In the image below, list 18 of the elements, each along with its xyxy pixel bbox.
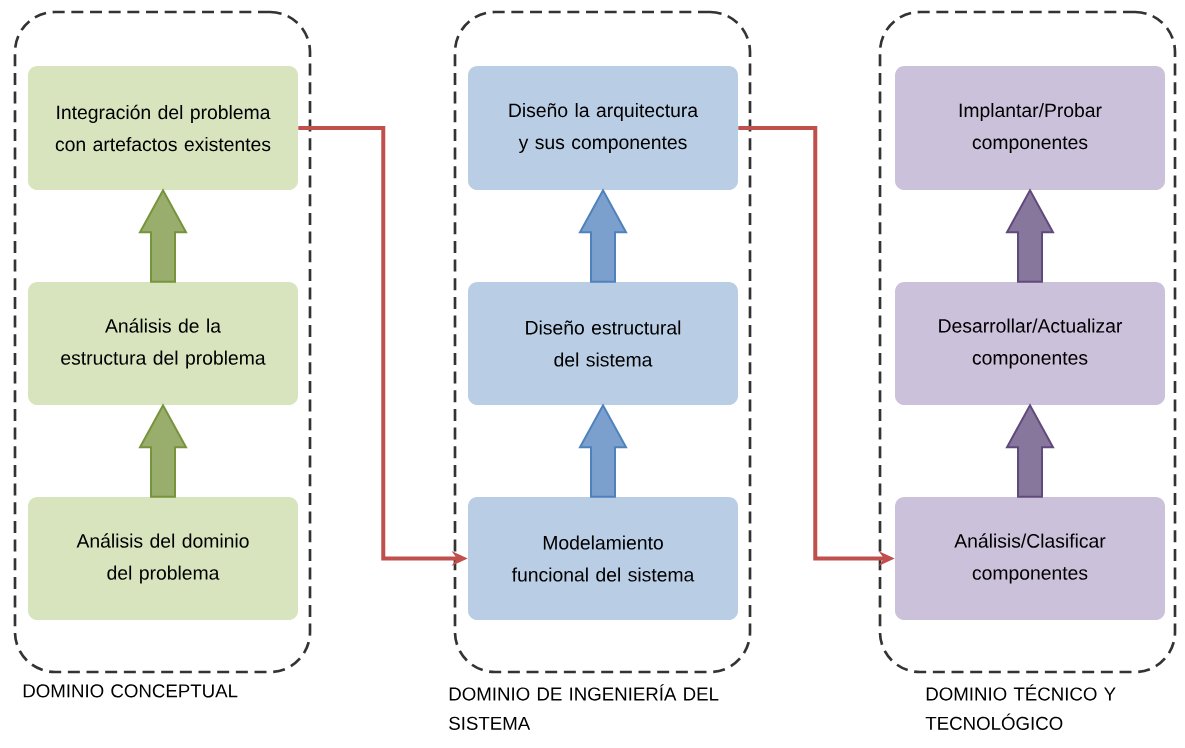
block-arrow: [1005, 403, 1055, 498]
process-box: Análisis de la estructura del problema: [28, 282, 298, 405]
block-arrow: [1005, 188, 1055, 283]
process-box: Desarrollar/Actualizar componentes: [895, 282, 1165, 405]
process-box: Diseño la arquitectura y sus componentes: [468, 66, 738, 190]
process-box: Análisis del dominio del problema: [28, 497, 298, 620]
block-arrow: [578, 188, 628, 283]
block-arrow: [138, 188, 188, 283]
process-box: Diseño estructural del sistema: [468, 282, 738, 405]
node-label: DOMINIO CONCEPTUAL: [23, 684, 238, 698]
process-box: Implantar/Probar componentes: [895, 66, 1165, 190]
node-label: DOMINIO DE INGENIERÍA DEL SISTEMA: [449, 684, 719, 730]
node-label: DOMINIO TÉCNICO Y TECNOLÓGICO: [925, 684, 1116, 730]
process-box: Análisis/Clasificar componentes: [895, 497, 1165, 620]
process-box: Modelamiento funcional del sistema: [468, 497, 738, 620]
block-arrow: [578, 403, 628, 498]
process-box: Integración del problema con artefactos existentes: [28, 66, 298, 190]
block-arrow: [138, 403, 188, 498]
